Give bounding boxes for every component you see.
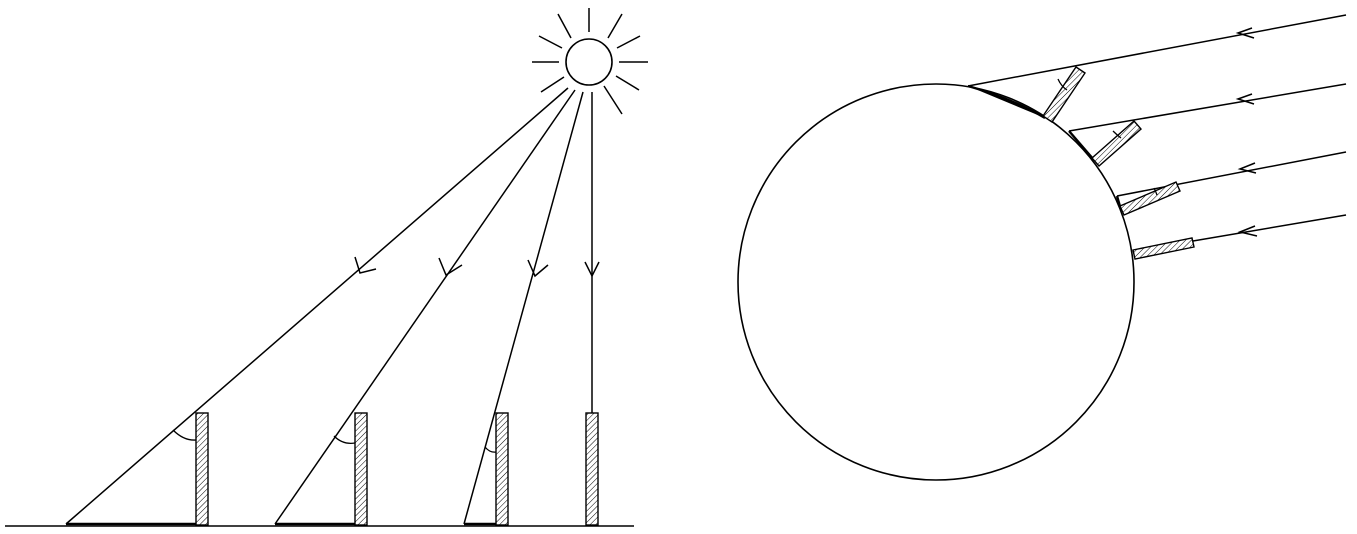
angle-arc — [485, 447, 496, 452]
angle-arc — [173, 430, 196, 440]
poles-right — [1043, 67, 1194, 259]
pole — [496, 413, 508, 525]
light-ray — [1069, 84, 1346, 131]
pole — [196, 413, 208, 525]
light-ray — [968, 15, 1346, 86]
spherical-earth-panel — [738, 15, 1346, 480]
pole — [1043, 67, 1085, 122]
shadows-right — [968, 86, 1121, 210]
angle-arc — [334, 436, 355, 443]
sun-disc — [566, 39, 612, 85]
sun-rays — [532, 8, 648, 114]
ray-arrow-icon — [528, 260, 548, 276]
light-rays-right — [968, 15, 1346, 241]
earth-circle — [738, 84, 1134, 480]
pole — [355, 413, 367, 525]
poles-left — [196, 413, 598, 525]
light-ray — [464, 92, 583, 524]
sun-icon — [532, 8, 648, 114]
light-ray — [275, 90, 575, 524]
light-rays-left — [66, 88, 599, 524]
pole-shadow — [968, 86, 1045, 118]
light-ray — [1117, 152, 1346, 196]
flat-ground-panel — [5, 8, 648, 526]
pole — [1120, 182, 1180, 215]
pole — [1092, 121, 1141, 166]
light-ray — [66, 88, 568, 524]
pole — [1133, 238, 1194, 259]
angle-arcs-left — [173, 430, 496, 452]
ray-arrow-icon — [439, 258, 462, 275]
pole — [586, 413, 598, 525]
light-ray — [1193, 215, 1346, 241]
pole-shadow — [1069, 131, 1094, 160]
